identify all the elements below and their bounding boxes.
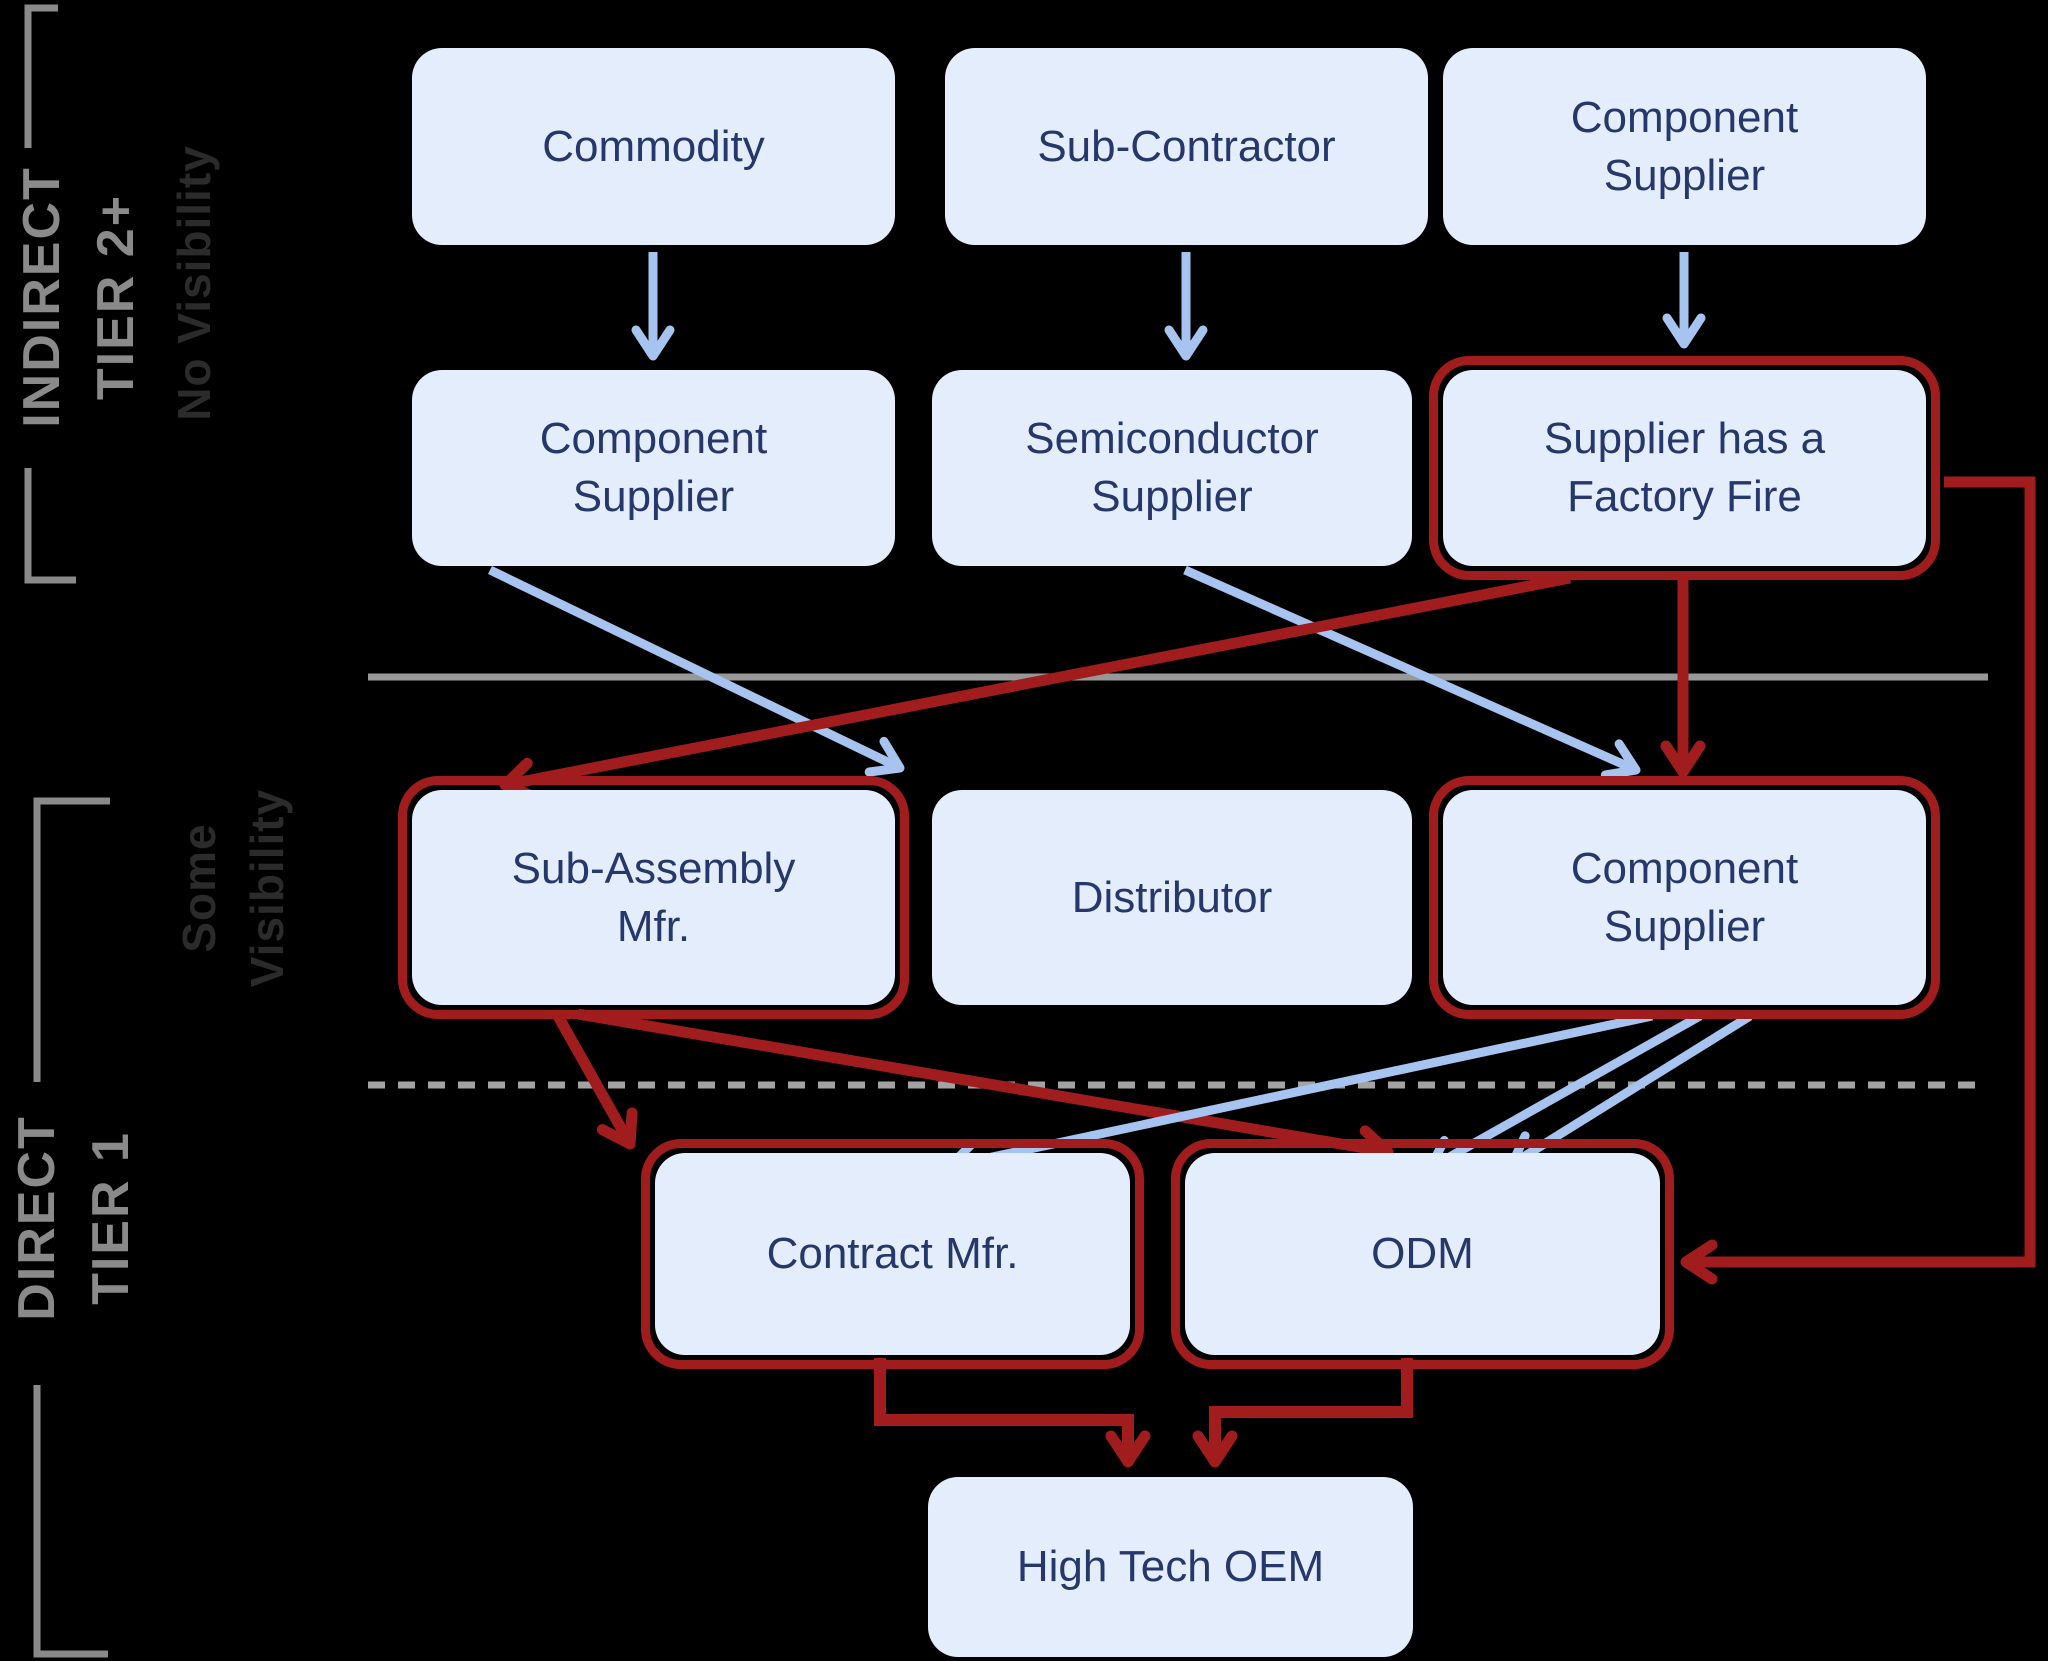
visibility-label-no-visibility: No Visibility (168, 145, 220, 421)
tier-label-indirect: INDIRECT TIER 2+ (13, 166, 145, 428)
bracket-indirect-tier (24, 4, 76, 584)
arrow-contract-to-oem (874, 1358, 1151, 1468)
node-component-supplier-tier2: Component Supplier (1443, 48, 1926, 245)
arrow-odm-to-oem (1192, 1358, 1413, 1468)
node-odm: ODM (1171, 1139, 1674, 1369)
node-supplier-factory-fire: Supplier has a Factory Fire (1429, 356, 1940, 580)
node-component-supplier-tier1: Component Supplier (1429, 776, 1940, 1019)
node-sub-assembly-mfr: Sub-Assembly Mfr. (398, 776, 909, 1019)
arrow-fire-to-subassembly (499, 572, 1572, 803)
arrow-fire-to-odm-route (1680, 476, 2036, 1285)
visibility-label-some-visibility: Some Visibility (173, 788, 293, 988)
node-sub-contractor: Sub-Contractor (945, 48, 1428, 245)
tier-label-direct: DIRECT TIER 1 (8, 1115, 140, 1321)
node-component-supplier-mid: Component Supplier (412, 370, 895, 566)
bracket-direct-tier (33, 797, 110, 1658)
arrow-subassembly-to-odm (577, 1008, 1394, 1170)
arrow-subassembly-to-contract (553, 1013, 638, 1150)
arrow-semiconductor-to-component-supplier (1183, 565, 1641, 780)
node-contract-mfr: Contract Mfr. (641, 1139, 1144, 1369)
arrow-component-supplier-to-distributor (488, 565, 905, 777)
node-semiconductor-supplier: Semiconductor Supplier (932, 370, 1412, 566)
arrow-component-supplier-to-contract (945, 1011, 1653, 1182)
arrow-component-supplier-to-odm-1 (1425, 1012, 1703, 1175)
node-high-tech-oem: High Tech OEM (928, 1477, 1413, 1657)
node-distributor: Distributor (932, 790, 1412, 1005)
arrow-component-supplier-to-odm-2 (1507, 1012, 1753, 1170)
node-commodity: Commodity (412, 48, 895, 245)
